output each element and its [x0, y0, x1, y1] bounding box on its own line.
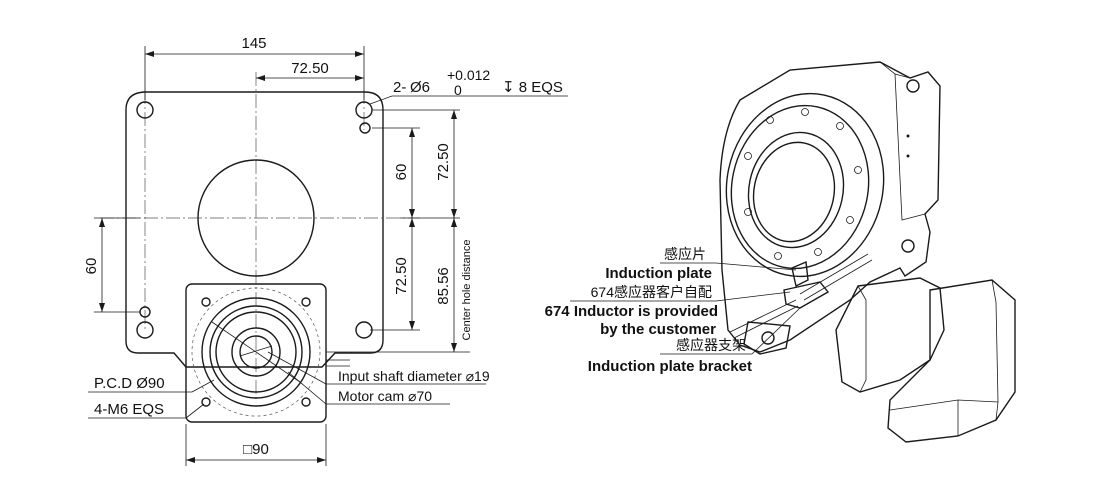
motor-adapter: [835, 277, 945, 393]
diameter-leader: [211, 321, 301, 383]
housing-body: [719, 61, 941, 353]
hole-spec-diameter: Ø6: [410, 79, 430, 96]
inductor-cn: 674感应器客户自配: [591, 284, 712, 300]
pcd-leader: [191, 379, 215, 393]
plate-outline: [125, 91, 384, 368]
dim-145-text: 145: [241, 35, 266, 52]
thread-leader: [185, 403, 205, 419]
induction-plate: [791, 260, 809, 288]
inductor-leader: [715, 291, 791, 302]
input-shaft-label: Input shaft diameter ⌀19: [338, 368, 490, 384]
center-hole-distance-label: Center hole distance: [461, 240, 473, 341]
output-bore-inner: [752, 141, 836, 243]
dim-60-right-text: 60: [393, 164, 410, 181]
input-shaft-leader: [267, 351, 327, 385]
m6-hole-1: [201, 297, 211, 307]
top-ear-hole: [906, 79, 920, 93]
hole-tol-lower: 0: [454, 82, 462, 98]
inductor-en-line2: by the customer: [600, 321, 716, 338]
dim-72-50-top-text: 72.50: [291, 60, 329, 77]
m6-hole-3: [201, 397, 211, 407]
mount-hole-bottom-right: [355, 321, 373, 339]
dim-85-56-text: 85.56: [435, 267, 452, 305]
bracket-cn: 感应器支架: [676, 337, 746, 353]
m6-hole-2: [301, 297, 311, 307]
induction-plate-cn: 感应片: [664, 246, 706, 262]
output-flange-outer: [725, 92, 885, 278]
dim-60-left-text: 60: [83, 258, 100, 275]
induction-plate-leader: [715, 262, 797, 271]
bracket-leader: [751, 307, 801, 355]
m6-hole-4: [301, 397, 311, 407]
mount-hole-top-left: [136, 101, 154, 119]
motor-ring-2: [209, 305, 303, 399]
input-shaft: [239, 335, 273, 369]
square-90-label: □90: [243, 441, 269, 458]
isometric-view: 感应片 Induction plate 674感应器客户自配 674 Induc…: [545, 61, 1016, 443]
motor-cam-circle: [215, 311, 297, 393]
hole-depth: ↧ 8 EQS: [502, 79, 563, 96]
pin-hole-right: [359, 122, 371, 134]
mount-hole-bottom-left: [136, 321, 154, 339]
output-bore-outer: [747, 131, 845, 249]
pcd-label: P.C.D Ø90: [94, 375, 165, 392]
motor-cam-label: Motor cam ⌀70: [338, 388, 432, 404]
bottom-lug-hole: [761, 331, 775, 345]
induction-plate-en: Induction plate: [605, 265, 712, 282]
sensor-rod: [729, 299, 797, 333]
center-bore: [197, 159, 315, 277]
hole-spec-leader: [369, 95, 393, 105]
thread-label: 4-M6 EQS: [94, 401, 164, 418]
bottom-lug: [743, 321, 791, 355]
output-flange-ring: [730, 104, 870, 270]
motor-flange-square: [185, 283, 327, 423]
front-view: 145 72.50 2- Ø6 +0.012 0 ↧ 8 EQS 60 72.5…: [83, 35, 568, 466]
dim-72-50-lower-text: 72.50: [393, 257, 410, 295]
hole-spec-prefix: 2-: [393, 79, 406, 96]
motor-ring-outer: [201, 297, 311, 407]
dim-72-50-upper-text: 72.50: [435, 143, 452, 181]
sensor-bracket: [783, 281, 830, 309]
input-shaft-ring: [231, 327, 281, 377]
side-ear-hole: [901, 239, 915, 253]
hole-tol-upper: +0.012: [447, 67, 490, 83]
pcd-circle: [191, 287, 321, 417]
bracket-en: Induction plate bracket: [588, 358, 752, 375]
motor-cam-leader: [287, 371, 327, 405]
inductor-en-line1: 674 Inductor is provided: [545, 303, 718, 320]
